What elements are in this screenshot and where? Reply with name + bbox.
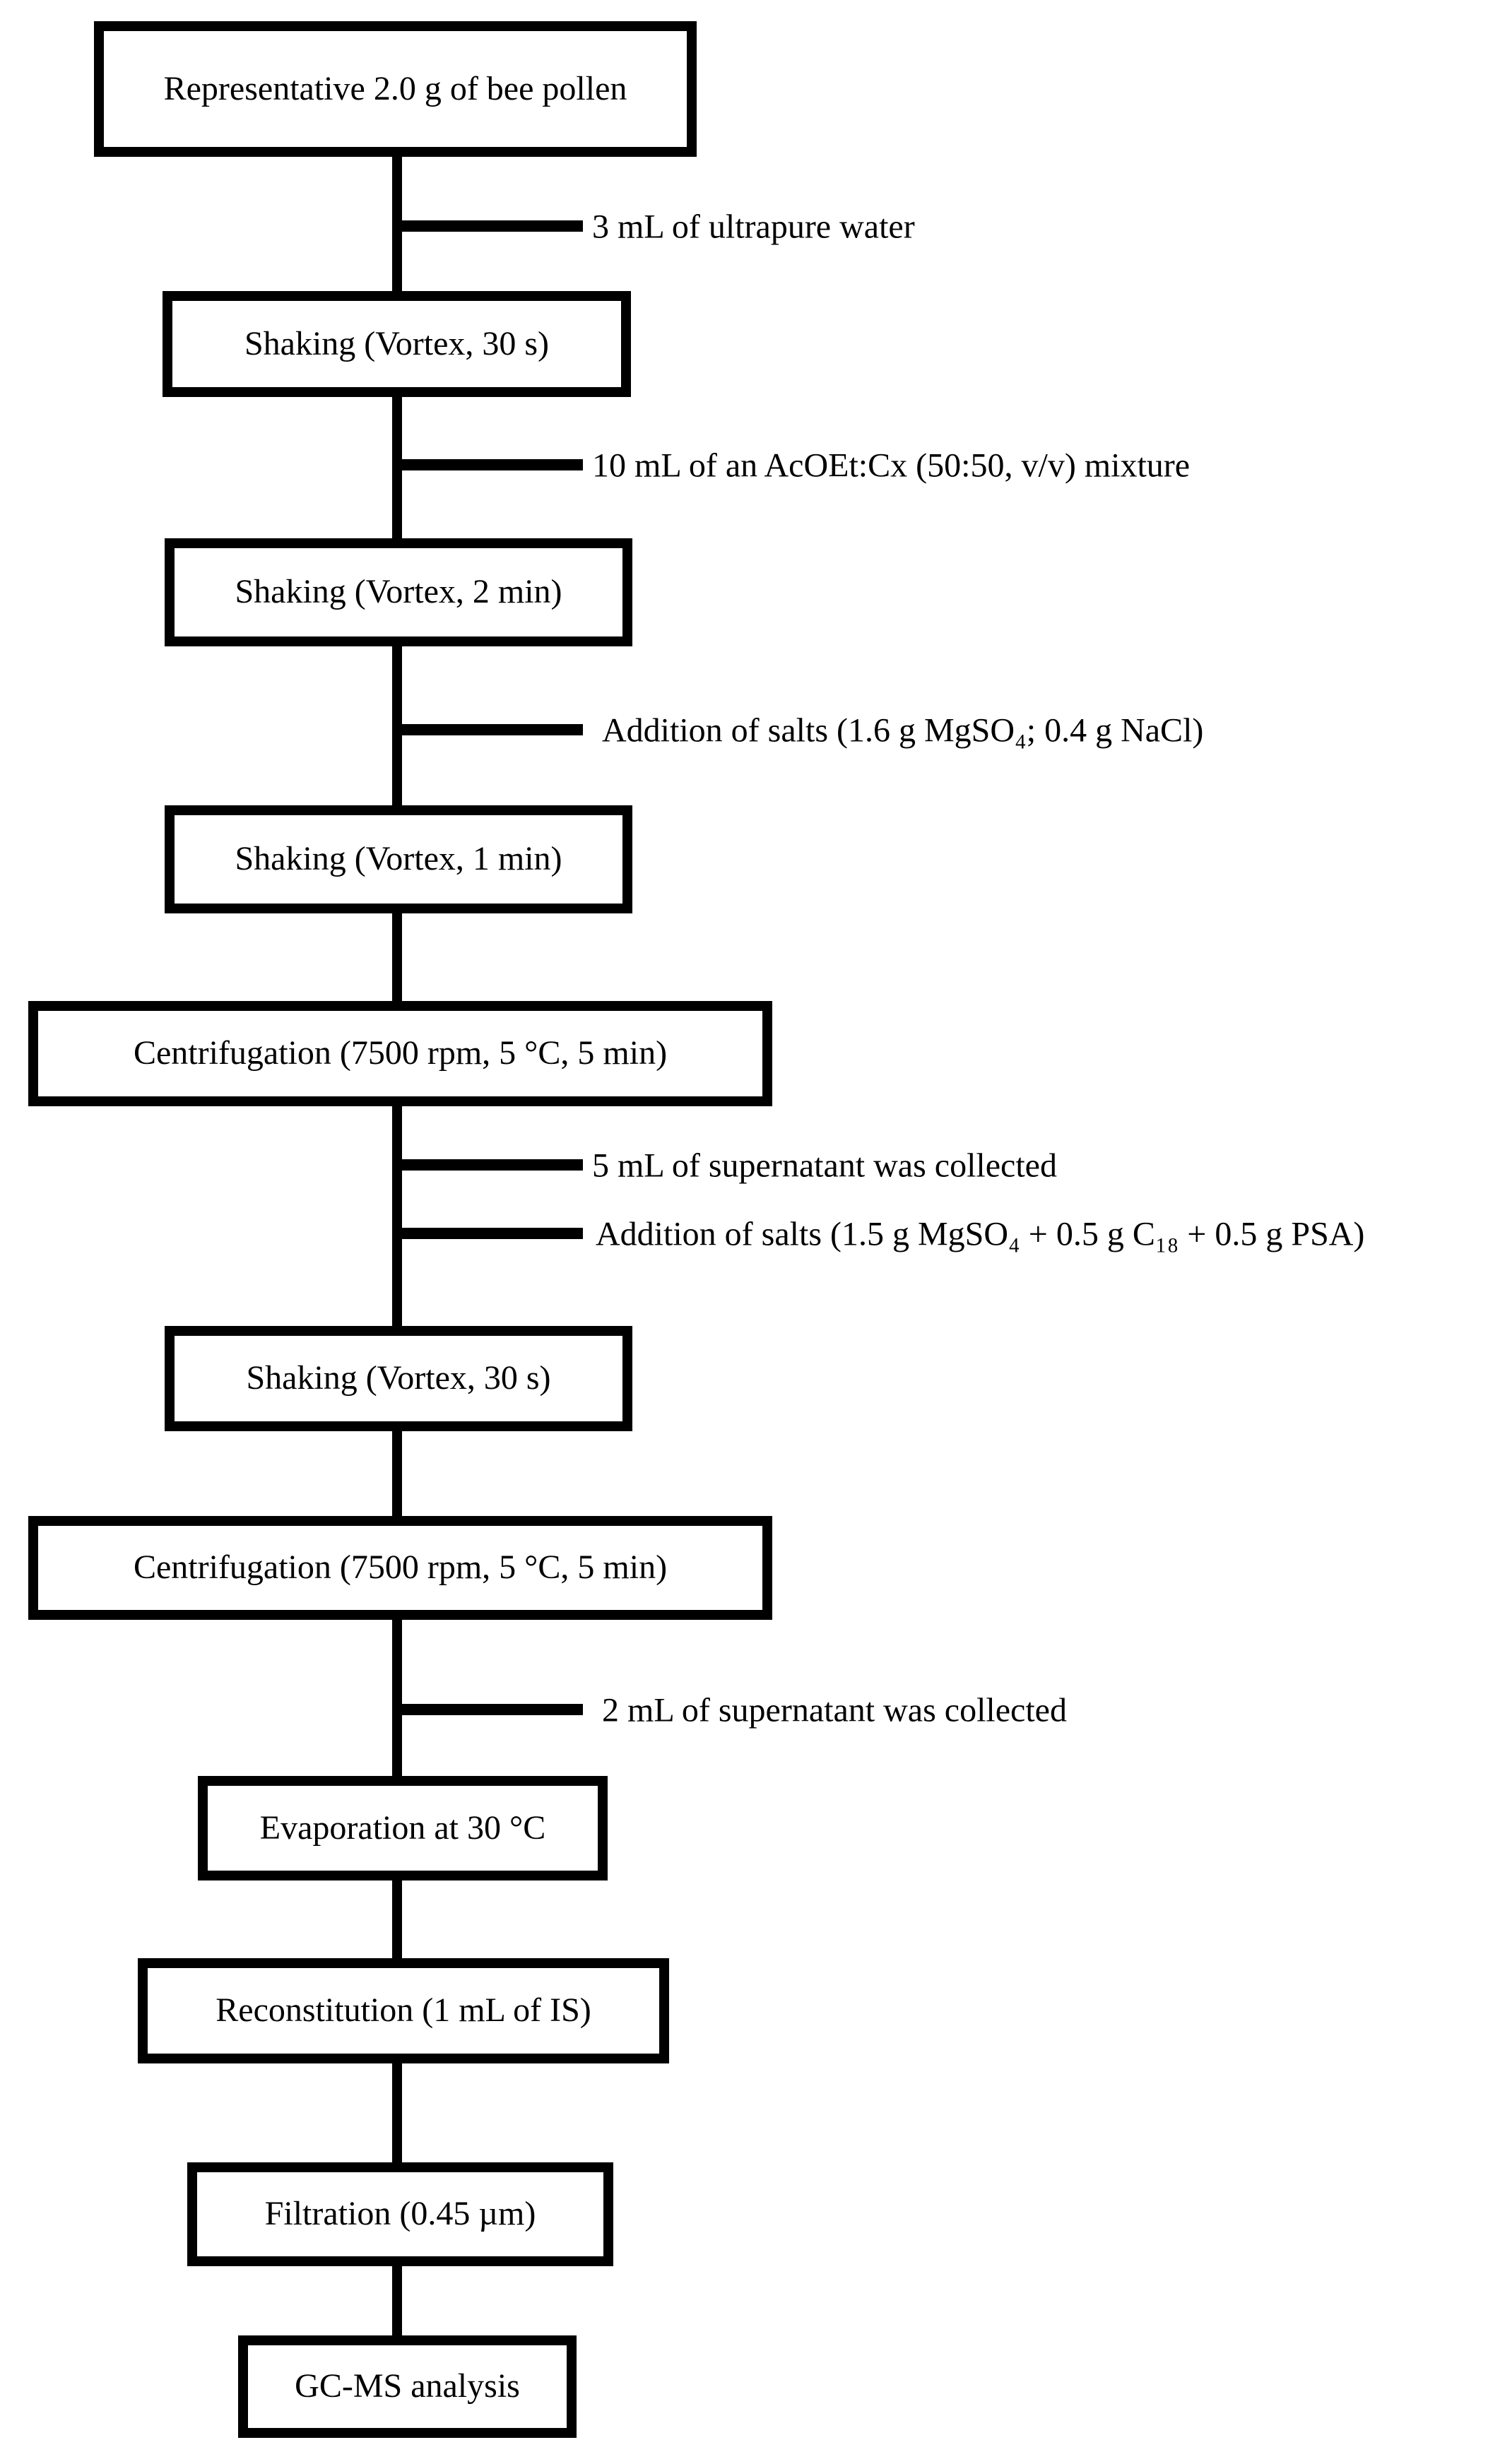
- side-label-supernatant-2ml: 2 mL of supernatant was collected: [602, 1691, 1067, 1729]
- connector-line-8: [392, 1876, 402, 1964]
- step-box-shaking-vortex-2min: Shaking (Vortex, 2 min): [165, 538, 632, 646]
- step-box-centrifugation-1: Centrifugation (7500 rpm, 5 °C, 5 min): [28, 1001, 772, 1106]
- step-box-shaking-vortex-30s-1: Shaking (Vortex, 30 s): [163, 291, 631, 397]
- connector-line-10: [392, 2262, 402, 2341]
- step-box-representative-sample: Representative 2.0 g of bee pollen: [94, 21, 697, 157]
- side-label-salts-addition-1: Addition of salts (1.6 g MgSO₄; 0.4 g Na…: [602, 711, 1204, 750]
- branch-tick-solvent-mixture: [392, 459, 583, 470]
- step-box-filtration: Filtration (0.45 µm): [187, 2162, 613, 2266]
- step-box-gcms-analysis: GC-MS analysis: [238, 2335, 577, 2438]
- connector-line-5: [392, 1102, 402, 1332]
- step-box-centrifugation-2: Centrifugation (7500 rpm, 5 °C, 5 min): [28, 1516, 772, 1620]
- step-box-shaking-vortex-1min: Shaking (Vortex, 1 min): [165, 805, 632, 913]
- step-box-reconstitution: Reconstitution (1 mL of IS): [138, 1958, 669, 2063]
- connector-line-4: [392, 909, 402, 1007]
- branch-tick-water: [392, 220, 583, 232]
- branch-tick-supernatant-5ml: [392, 1159, 583, 1171]
- connector-line-9: [392, 2059, 402, 2168]
- branch-tick-salts-1: [392, 724, 583, 735]
- step-box-evaporation: Evaporation at 30 °C: [198, 1776, 608, 1880]
- side-label-ultrapure-water: 3 mL of ultrapure water: [592, 208, 915, 246]
- side-label-supernatant-5ml: 5 mL of supernatant was collected: [592, 1147, 1057, 1185]
- connector-line-7: [392, 1616, 402, 1782]
- side-label-salts-addition-2: Addition of salts (1.5 g MgSO₄ + 0.5 g C…: [596, 1215, 1365, 1253]
- side-label-acoet-cx-mixture: 10 mL of an AcOEt:Cx (50:50, v/v) mixtur…: [592, 446, 1191, 485]
- step-box-shaking-vortex-30s-2: Shaking (Vortex, 30 s): [165, 1326, 632, 1431]
- branch-tick-supernatant-2ml: [392, 1704, 583, 1715]
- connector-line-6: [392, 1427, 402, 1522]
- branch-tick-salts-2: [392, 1228, 583, 1239]
